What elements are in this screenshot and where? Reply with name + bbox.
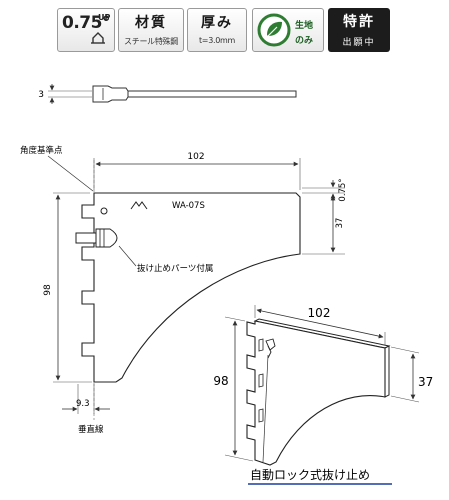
angle-suffix: UP: [98, 13, 111, 22]
thickness-title: 厚み: [201, 15, 233, 31]
front-dim-angle: 0.75°: [338, 178, 348, 201]
patent-title: 特許: [343, 14, 375, 30]
iso-dim-front-height: 37: [418, 375, 433, 389]
patent-sub: 出願中: [342, 38, 376, 48]
iso-view: 102 98 37 自動ロック式抜け止め: [213, 305, 433, 485]
label-vertical-line: 垂直線: [78, 424, 104, 435]
thickness-sub: t=3.0mm: [198, 36, 236, 45]
thickness-badge: 厚み t=3.0mm: [187, 8, 247, 52]
eco-badge: 生地 のみ: [252, 8, 324, 52]
front-dim-offset: 9.3: [76, 399, 90, 409]
angle-up-icon: [91, 32, 105, 44]
product-code: WA-07S: [172, 201, 205, 211]
label-stopper-part: 抜け止めパーツ付属: [137, 263, 213, 274]
material-title: 材質: [135, 15, 167, 31]
material-sub: スチール特殊鋼: [124, 37, 178, 46]
iso-dim-height: 98: [213, 374, 228, 388]
eco-line1: 生地: [295, 21, 314, 31]
label-reference-point: 角度基準点: [20, 145, 63, 156]
side-view-stopper: [92, 85, 129, 103]
angle-badge: 0.75° UP: [57, 8, 115, 52]
iso-dim-line-width: [256, 308, 384, 339]
iso-stopper: [265, 338, 276, 359]
side-view: 3: [38, 84, 297, 104]
front-dim-height: 98: [43, 284, 53, 296]
stopper-leader: [118, 245, 137, 267]
eco-line2: のみ: [295, 36, 314, 46]
reference-leader: [47, 155, 94, 192]
iso-main-face: [246, 320, 386, 466]
stopper-part: [75, 228, 118, 248]
caption-leader: [262, 354, 269, 463]
front-view: WA-07S 角度基準点 102 0.75° 37 98: [20, 145, 348, 435]
bracket-hole: [100, 207, 108, 215]
side-dim-thickness: 3: [38, 90, 44, 100]
front-dim-front-height: 37: [335, 218, 345, 229]
eco-leaf-icon: [257, 13, 291, 47]
angle-value: 0.75°: [62, 13, 110, 33]
iso-dim-width: 102: [308, 306, 331, 320]
material-badge: 材質 スチール特殊鋼: [118, 8, 184, 52]
bracket-outline: [81, 192, 301, 383]
brand-logo-icon: [130, 201, 148, 210]
front-dim-width: 102: [187, 152, 204, 162]
patent-badge: 特許 出願中: [328, 8, 390, 52]
iso-caption: 自動ロック式抜け止め: [250, 468, 370, 482]
